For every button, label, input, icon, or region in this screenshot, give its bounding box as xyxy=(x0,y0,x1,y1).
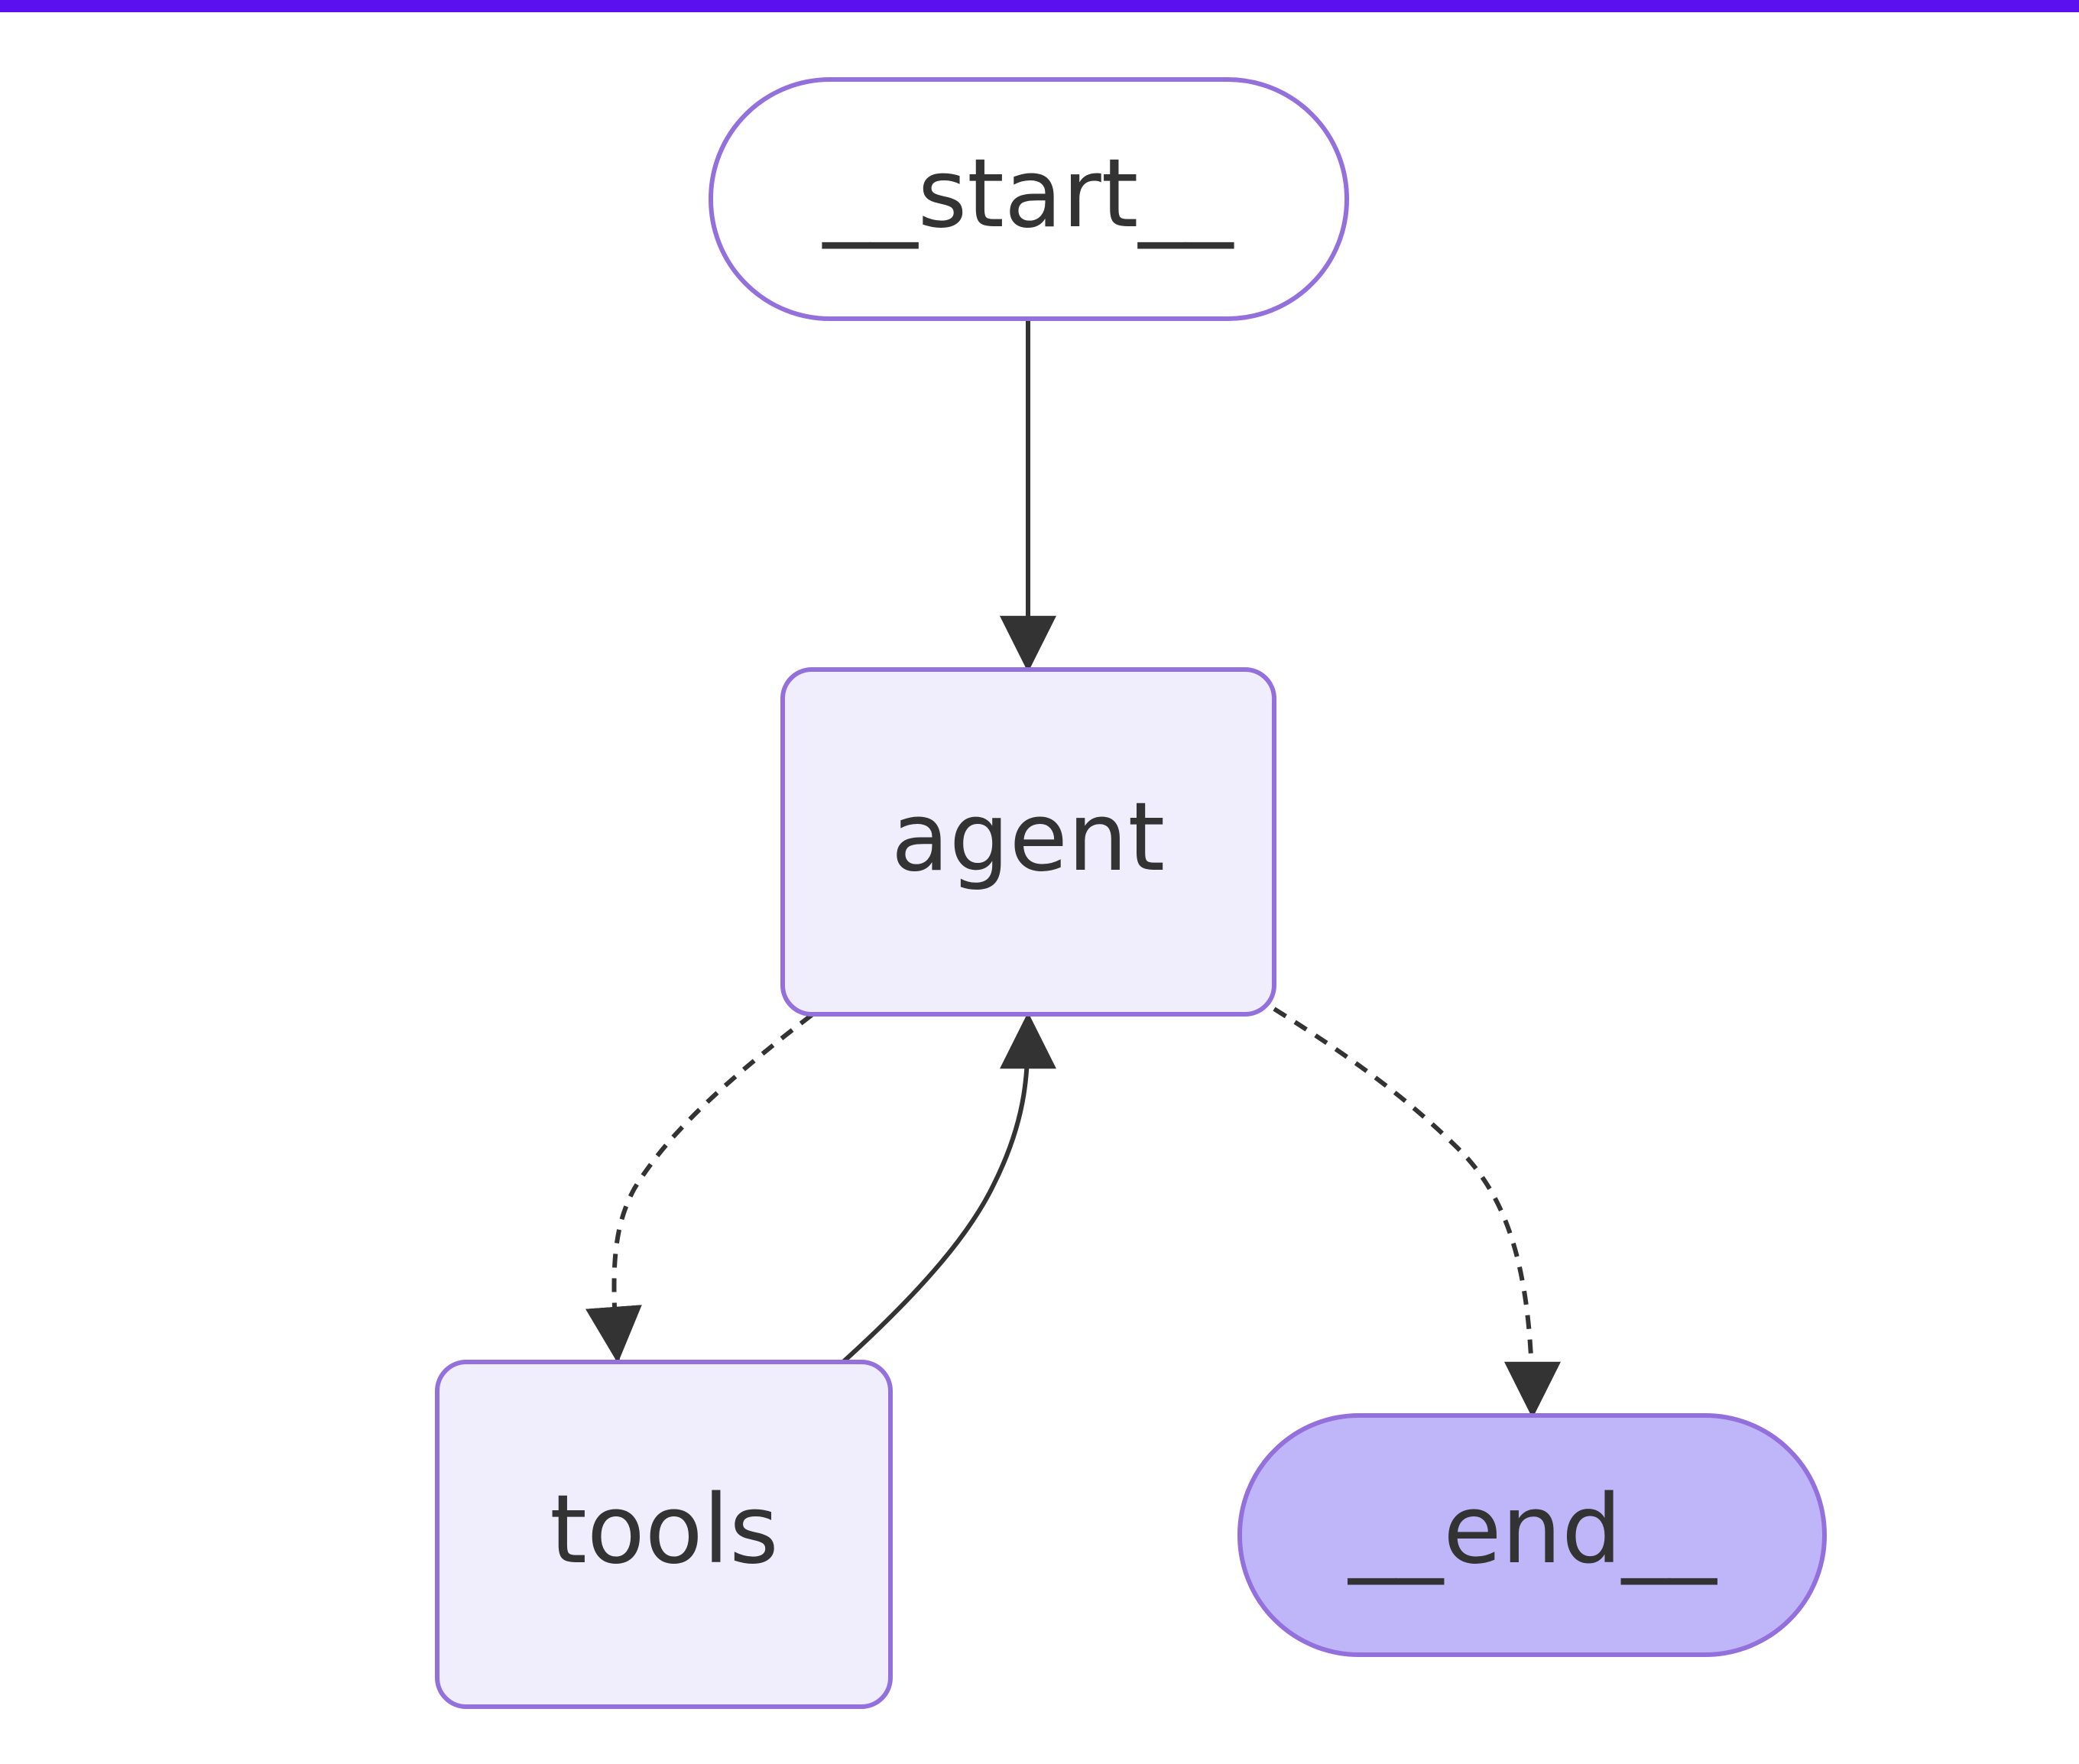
node-tools[interactable]: tools xyxy=(435,1360,893,1709)
node-tools-shape xyxy=(435,1360,893,1709)
node-start-label: __start__ xyxy=(822,139,1235,249)
node-end[interactable]: __end__ xyxy=(1237,1413,1827,1657)
node-agent-shape xyxy=(780,667,1276,1017)
edge-agent-to-end xyxy=(1273,1007,1561,1419)
top-accent-bar xyxy=(0,0,2079,12)
node-tools-label: tools xyxy=(550,1475,778,1585)
edge-agent-to-tools xyxy=(585,1013,813,1364)
node-start-shape xyxy=(709,77,1349,321)
node-end-label: __end__ xyxy=(1347,1475,1718,1585)
node-start[interactable]: __start__ xyxy=(709,77,1349,321)
node-agent-label: agent xyxy=(891,783,1165,893)
node-agent[interactable]: agent xyxy=(780,667,1276,1017)
node-end-shape xyxy=(1237,1413,1827,1657)
edges-group xyxy=(585,319,1561,1419)
edge-tools-to-agent xyxy=(841,1012,1056,1364)
